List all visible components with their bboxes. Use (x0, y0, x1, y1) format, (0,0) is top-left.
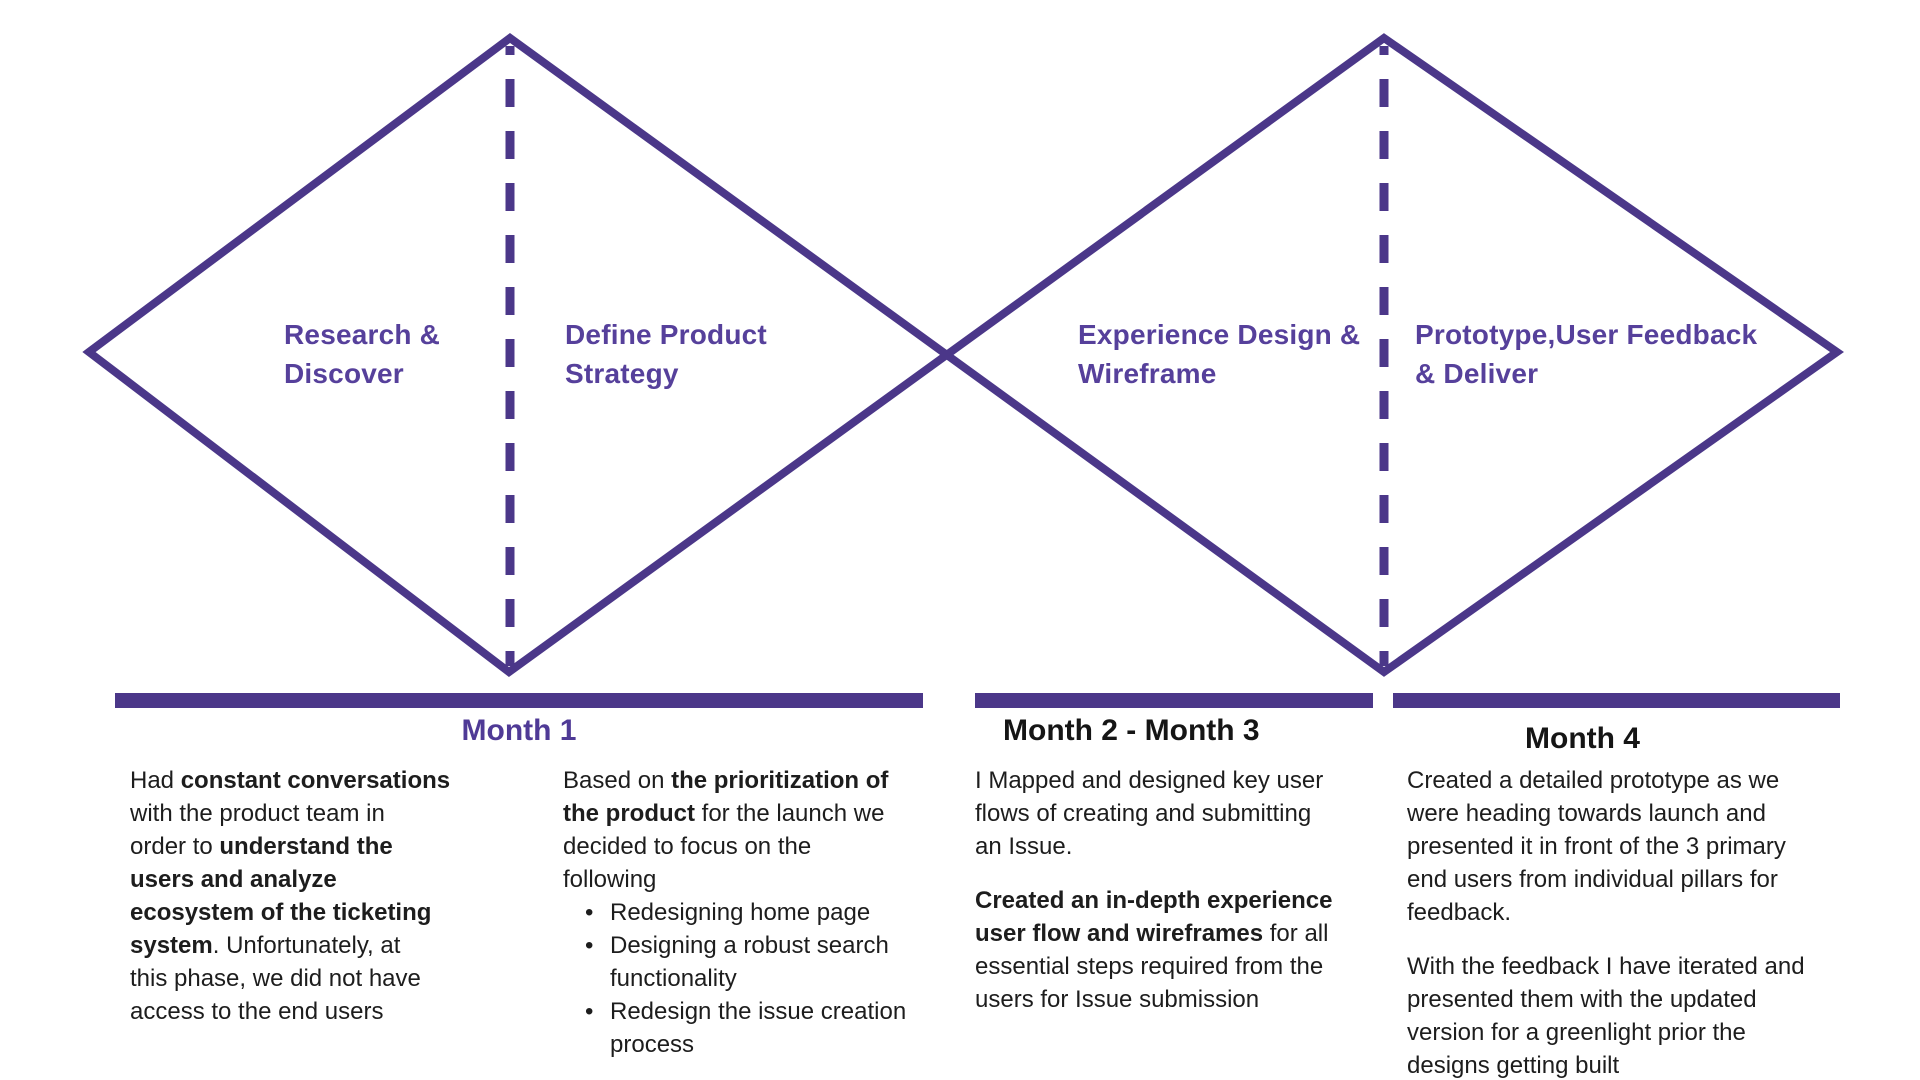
text-line: system. Unfortunately, at (130, 932, 401, 959)
month-1-heading: Month 1 (461, 714, 577, 747)
timeline-bar-month-4 (1393, 693, 1840, 708)
text-line: decided to focus on the (563, 833, 812, 860)
phase-label-experience-wireframe: Experience Design & Wireframe (1078, 315, 1360, 393)
text-line: feedback. (1407, 899, 1512, 926)
text-line: flows of creating and submitting (975, 800, 1312, 827)
phase-label-line: Define Product (565, 319, 767, 350)
text-line: access to the end users (130, 998, 384, 1025)
phase-label-line: Strategy (565, 358, 679, 389)
text-line: following (563, 866, 657, 893)
text-line: Had constant conversations (130, 767, 451, 794)
month-2-3-heading: Month 2 - Month 3 (1003, 714, 1260, 747)
text-line: users for Issue submission (975, 986, 1260, 1013)
bullet-marker: • (585, 932, 594, 959)
month-1-research-notes: Had constant conversations with the produ… (130, 764, 500, 1028)
text-line: this phase, we did not have (130, 965, 421, 992)
phase-label-line: Wireframe (1078, 358, 1217, 389)
text-line: •Redesign the issue creation (563, 995, 953, 1028)
text-line: an Issue. (975, 833, 1073, 860)
text-line: process (610, 1031, 695, 1058)
phase-label-research-discover: Research & Discover (284, 315, 440, 393)
text-line: designs getting built (1407, 1052, 1620, 1079)
text-line: with the product team in (130, 800, 385, 827)
text-line: order to understand the (130, 833, 393, 860)
double-diamond-outline (82, 33, 1844, 677)
text-line: Created a detailed prototype as we (1407, 767, 1780, 794)
text-line: essential steps required from the (975, 953, 1324, 980)
phase-label-line: Experience Design & (1078, 319, 1361, 350)
phase-label-prototype-deliver: Prototype,User Feedback & Deliver (1415, 315, 1757, 393)
text-line: functionality (610, 965, 737, 992)
text-line: presented it in front of the 3 primary (1407, 833, 1786, 860)
text-line: version for a greenlight prior the (1407, 1019, 1746, 1046)
bullet-marker: • (585, 899, 594, 926)
text-line: I Mapped and designed key user (975, 767, 1324, 794)
text-line: user flow and wireframes for all (975, 920, 1329, 947)
text-line: Created an in-depth experience (975, 887, 1333, 914)
paragraph-gap (975, 863, 1395, 884)
text-line: users and analyze (130, 866, 337, 893)
phase-label-line: Discover (284, 358, 404, 389)
phase-label-line: Research & (284, 319, 441, 350)
paragraph-gap (1407, 929, 1862, 950)
text-line: •Designing a robust search (563, 929, 953, 962)
text-line: presented them with the updated (1407, 986, 1757, 1013)
text-line: ecosystem of the ticketing (130, 899, 432, 926)
month-1-strategy-notes: Based on the prioritization of the produc… (563, 764, 953, 1061)
phase-label-line: Prototype,User Feedback (1415, 319, 1758, 350)
text-line: With the feedback I have iterated and (1407, 953, 1805, 980)
text-line: Based on the prioritization of (563, 767, 889, 794)
text-line: the product for the launch we (563, 800, 885, 827)
month-4-notes: Created a detailed prototype as we were h… (1407, 764, 1862, 1080)
phase-label-line: & Deliver (1415, 358, 1539, 389)
text-line: •Redesigning home page (563, 896, 953, 929)
text-line: were heading towards launch and (1407, 800, 1766, 827)
bullet-marker: • (585, 998, 594, 1025)
timeline-bar-month-2-3 (975, 693, 1373, 708)
phase-label-define-strategy: Define Product Strategy (565, 315, 767, 393)
text-line: end users from individual pillars for (1407, 866, 1778, 893)
timeline-bar-month-1 (115, 693, 923, 708)
month-4-heading: Month 4 (1525, 722, 1640, 755)
month-2-3-notes: I Mapped and designed key user flows of c… (975, 764, 1395, 1016)
